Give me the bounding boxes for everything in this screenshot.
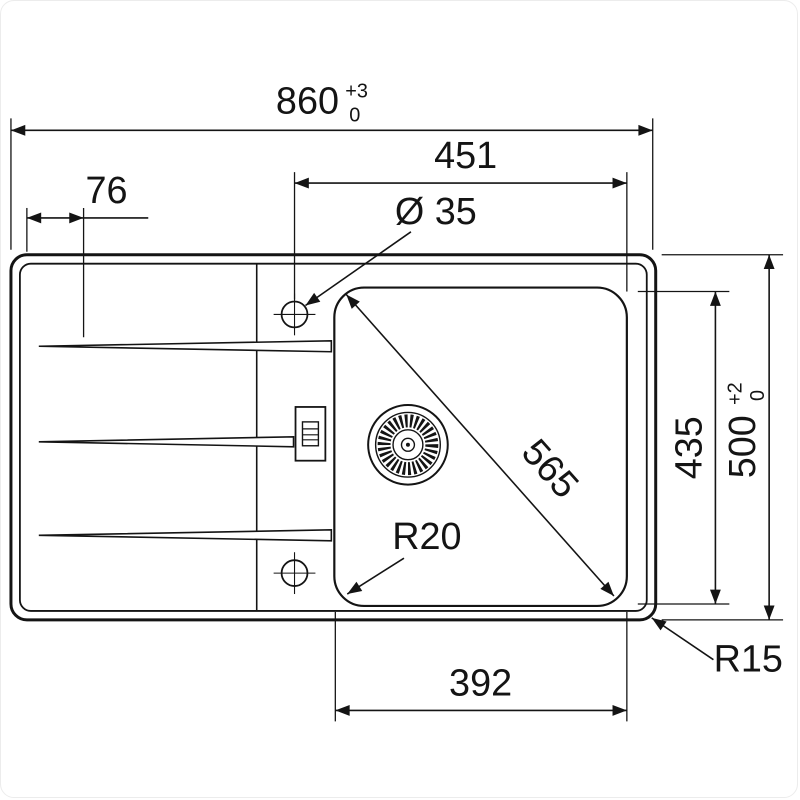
drain-center-dot	[405, 442, 410, 447]
dim-overall-depth: 500 +2 0	[661, 254, 784, 621]
dim-bowl-corner-radius: R20	[346, 516, 462, 595]
overflow-outer-rect	[294, 406, 327, 462]
dim-bowl-diagonal: 565	[345, 293, 615, 597]
dim-label-bowl-corner-radius: R20	[392, 516, 461, 558]
sink-outer-rim	[9, 253, 658, 622]
dim-leader-line	[346, 557, 405, 595]
dim-leader-line	[651, 617, 714, 661]
dim-label-bowl-depth: 435	[668, 416, 710, 479]
dim-label-overall-width: 860	[276, 80, 339, 122]
dim-outer-corner-radius: R15	[651, 617, 783, 681]
dim-label-drainer-offset: 76	[85, 170, 127, 212]
dim-label-overall-depth-wrap: 500 +2 0	[722, 382, 769, 478]
dim-label-tap-to-bowl-right: 451	[434, 135, 497, 177]
dim-label-outer-corner-radius: R15	[714, 639, 783, 681]
sink-inner-rim	[19, 262, 648, 612]
drainer-groove-top	[38, 339, 333, 353]
dim-label-bowl-depth-wrap: 435	[668, 416, 710, 479]
drain-strainer-group	[367, 403, 449, 486]
dim-tolerance-minus: 0	[747, 390, 769, 401]
dim-leader-line	[305, 231, 412, 307]
tap-hole-top-group	[273, 293, 316, 336]
dim-bowl-depth: 435	[637, 290, 730, 605]
tap-hole-bottom-group	[273, 552, 316, 595]
dim-label-bowl-width: 392	[449, 663, 512, 705]
overflow-inner-rect	[301, 421, 320, 447]
dim-tap-to-bowl-right: 451	[293, 135, 628, 300]
sink-body-group	[9, 253, 658, 622]
bowl-outline	[333, 286, 628, 608]
dim-tolerance-plus: +3	[345, 81, 368, 103]
dim-tap-hole-diameter: Ø 35	[305, 191, 477, 307]
dim-bowl-width: 392	[334, 611, 628, 722]
dim-drainer-offset: 76	[26, 170, 149, 338]
dim-overall-width: 860 +3 0	[10, 80, 654, 250]
dim-line-diagonal	[345, 293, 615, 597]
overflow-detail-group	[294, 406, 327, 462]
dim-tolerance-plus: +2	[724, 382, 746, 405]
dim-label-overall-depth: 500	[722, 415, 764, 478]
drainer-groove-middle	[38, 435, 295, 448]
drainer-grooves-group	[38, 339, 333, 542]
dim-tolerance-minus: 0	[349, 104, 360, 126]
dimensions-group: 860 +3 0 451 76 Ø 35 565	[10, 80, 784, 722]
drainer-groove-bottom	[38, 529, 333, 542]
dim-label-tap-hole-diameter: Ø 35	[395, 191, 477, 233]
